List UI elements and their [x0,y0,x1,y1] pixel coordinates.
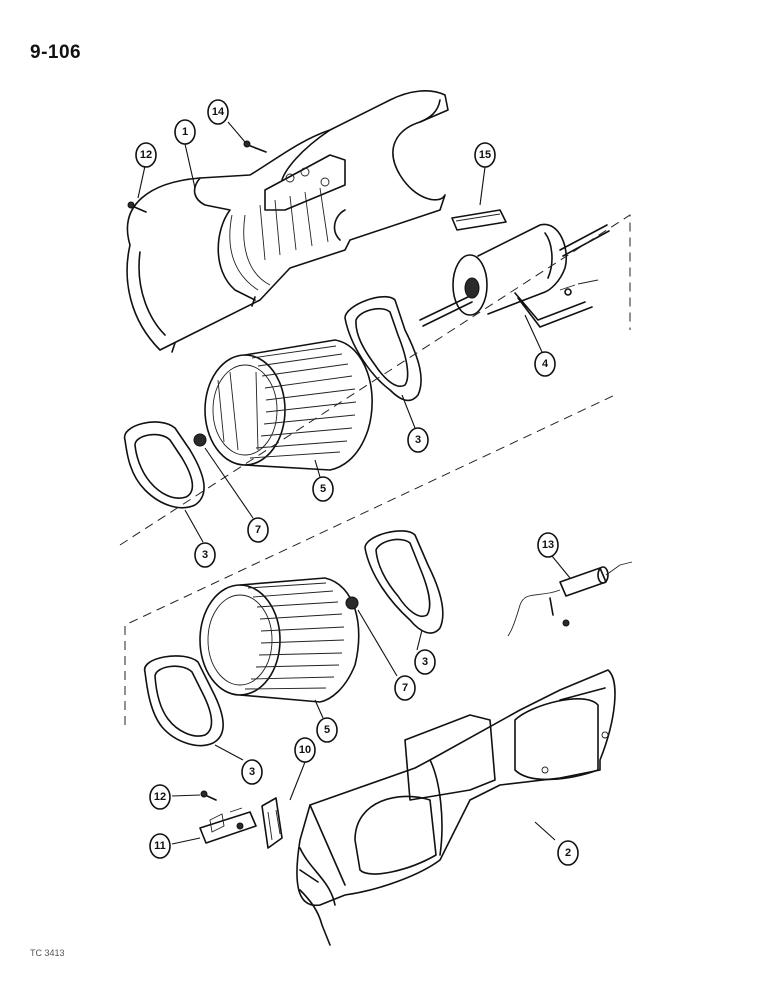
callout-3-lower-left: 3 [241,759,263,785]
svg-text:5: 5 [324,724,330,736]
blower-motor [419,223,610,328]
callout-10: 10 [294,737,316,763]
figure-code: TC 3413 [30,948,65,958]
callout-5-upper: 5 [312,476,334,502]
callout-1: 1 [174,119,196,145]
svg-text:14: 14 [212,106,225,118]
callout-15: 15 [474,142,496,168]
svg-text:5: 5 [320,483,326,495]
callout-5-lower: 5 [316,717,338,743]
callout-7-lower: 7 [394,675,416,701]
screw-upper [127,201,147,213]
svg-text:3: 3 [202,549,208,561]
upper-housing-half [126,90,449,353]
svg-text:7: 7 [402,682,408,694]
svg-text:1: 1 [182,126,188,138]
page-number: 9-106 [30,42,82,63]
callout-14: 14 [207,99,229,125]
screw-14 [243,140,267,153]
svg-text:10: 10 [299,744,311,756]
svg-text:4: 4 [542,358,549,370]
callout-3-upper-right: 3 [407,427,429,453]
lower-housing-half [296,669,616,946]
retaining-ring-lower-right [364,530,444,634]
resistor-13 [507,561,633,637]
retaining-ring-lower-left [144,655,224,747]
retaining-ring-upper-left [124,421,205,509]
svg-text:15: 15 [479,149,491,161]
svg-text:7: 7 [255,524,261,536]
svg-text:12: 12 [140,149,152,161]
callout-12-upper: 12 [135,142,157,168]
callout-4: 4 [534,351,556,377]
callout-3-lower-right: 3 [414,649,436,675]
clip-10 [261,797,283,849]
callout-2: 2 [557,840,579,866]
svg-text:13: 13 [542,539,554,551]
blower-wheel-lower [199,577,360,703]
svg-text:3: 3 [249,766,255,778]
svg-text:3: 3 [415,434,421,446]
blower-wheel-upper [193,339,373,471]
svg-text:2: 2 [565,847,571,859]
retaining-ring-upper-right [344,295,422,402]
screw-lower [200,790,217,801]
svg-text:11: 11 [154,840,166,852]
svg-text:3: 3 [422,656,428,668]
callout-11: 11 [149,833,171,859]
gasket-15 [451,209,507,231]
callout-12-lower: 12 [149,784,171,810]
callout-13: 13 [537,532,559,558]
resistor-assembly-11 [199,807,257,844]
svg-text:12: 12 [154,791,166,803]
callout-3-upper-left: 3 [194,542,216,568]
callout-7-upper: 7 [247,517,269,543]
